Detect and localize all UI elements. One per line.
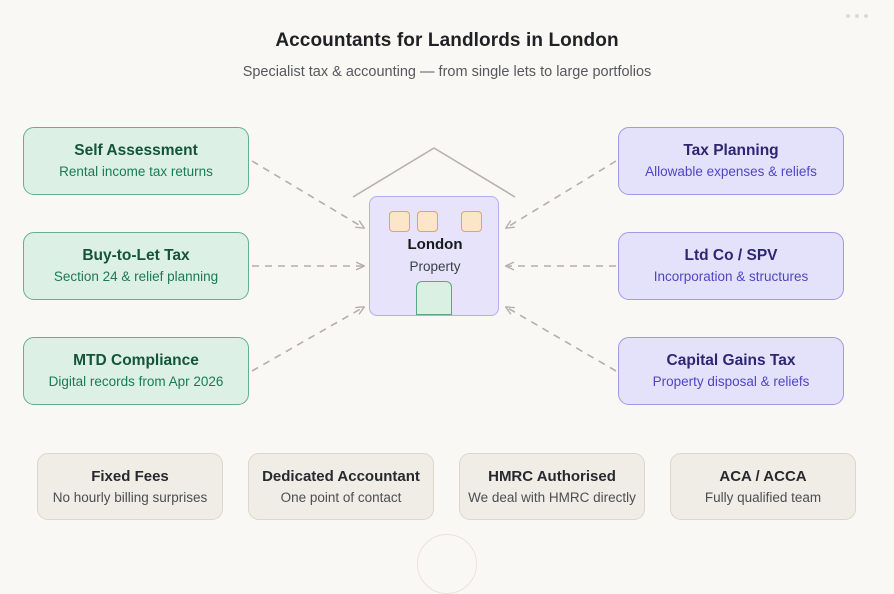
badge-subtitle: Fully qualified team bbox=[704, 490, 822, 505]
card-title: Capital Gains Tax bbox=[666, 352, 796, 369]
door-icon bbox=[416, 281, 452, 315]
card-subtitle: Section 24 & relief planning bbox=[53, 269, 219, 284]
house-windows bbox=[370, 211, 500, 232]
overflow-menu-icon[interactable] bbox=[846, 14, 868, 18]
center-label: London bbox=[407, 236, 463, 253]
card-subtitle: Digital records from Apr 2026 bbox=[48, 374, 224, 389]
card-subtitle: Incorporation & structures bbox=[653, 269, 809, 284]
badge-subtitle: One point of contact bbox=[280, 490, 402, 505]
center-sublabel: Property bbox=[409, 259, 461, 274]
card-title: Tax Planning bbox=[683, 142, 779, 159]
badge-aca-acca[interactable]: ACA / ACCA Fully qualified team bbox=[670, 453, 856, 520]
badge-fixed-fees[interactable]: Fixed Fees No hourly billing surprises bbox=[37, 453, 223, 520]
page-title: Accountants for Landlords in London bbox=[275, 30, 619, 51]
menu-dot bbox=[855, 14, 859, 18]
window-icon bbox=[416, 211, 438, 232]
card-title: Ltd Co / SPV bbox=[684, 247, 778, 264]
card-title: Buy-to-Let Tax bbox=[82, 247, 190, 264]
card-subtitle: Allowable expenses & reliefs bbox=[645, 164, 817, 179]
connector-self-assessment bbox=[251, 160, 364, 228]
badge-title: Dedicated Accountant bbox=[262, 468, 420, 485]
badge-hmrc-authorised[interactable]: HMRC Authorised We deal with HMRC direct… bbox=[459, 453, 645, 520]
diagram-canvas: Accountants for Landlords in London Spec… bbox=[0, 14, 894, 594]
bottom-circle-decoration bbox=[417, 534, 477, 594]
service-card-mtd-compliance[interactable]: MTD Compliance Digital records from Apr … bbox=[23, 337, 249, 405]
service-card-tax-planning[interactable]: Tax Planning Allowable expenses & relief… bbox=[618, 127, 844, 195]
card-subtitle: Rental income tax returns bbox=[59, 164, 213, 179]
menu-dot bbox=[864, 14, 868, 18]
service-card-ltd-co-spv[interactable]: Ltd Co / SPV Incorporation & structures bbox=[618, 232, 844, 300]
badge-title: Fixed Fees bbox=[91, 468, 169, 485]
card-title: Self Assessment bbox=[74, 142, 198, 159]
card-subtitle: Property disposal & reliefs bbox=[652, 374, 810, 389]
service-card-buy-to-let-tax[interactable]: Buy-to-Let Tax Section 24 & relief plann… bbox=[23, 232, 249, 300]
house-roof-icon bbox=[352, 147, 516, 198]
connector-mtd bbox=[251, 307, 364, 372]
header: Accountants for Landlords in London Spec… bbox=[0, 28, 894, 82]
badge-subtitle: No hourly billing surprises bbox=[52, 490, 208, 505]
badge-subtitle: We deal with HMRC directly bbox=[468, 490, 636, 505]
window-icon bbox=[388, 211, 410, 232]
badge-dedicated-accountant[interactable]: Dedicated Accountant One point of contac… bbox=[248, 453, 434, 520]
page-subtitle: Specialist tax & accounting — from singl… bbox=[242, 64, 652, 80]
badge-title: HMRC Authorised bbox=[488, 468, 616, 485]
service-card-capital-gains-tax[interactable]: Capital Gains Tax Property disposal & re… bbox=[618, 337, 844, 405]
house-body: London Property bbox=[369, 196, 499, 316]
service-card-self-assessment[interactable]: Self Assessment Rental income tax return… bbox=[23, 127, 249, 195]
card-title: MTD Compliance bbox=[73, 352, 199, 369]
window-icon bbox=[460, 211, 482, 232]
menu-dot bbox=[846, 14, 850, 18]
connector-tax-planning bbox=[506, 160, 617, 228]
connector-capital-gains bbox=[506, 307, 617, 372]
badge-title: ACA / ACCA bbox=[719, 468, 807, 485]
